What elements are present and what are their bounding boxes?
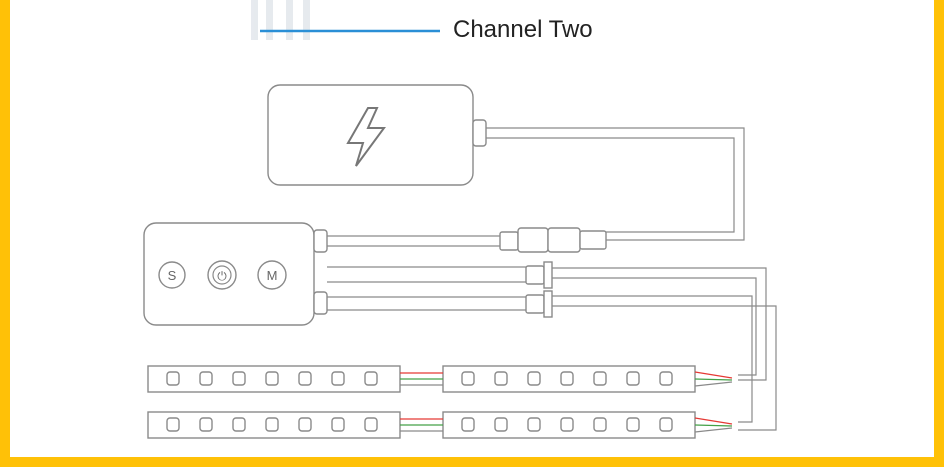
- led-strip-row-2: [147, 411, 733, 439]
- led-strip-row-1: [147, 365, 733, 393]
- diagram-frame: Channel Two S: [10, 0, 934, 457]
- output-wire-1: [327, 261, 767, 381]
- s-button-label: S: [168, 268, 177, 283]
- strip-leds-1a: [166, 371, 378, 386]
- strip-leds-2a: [166, 417, 378, 432]
- controller: S ⏻ M: [143, 222, 328, 326]
- strip-leds-1b: [461, 371, 673, 386]
- power-adapter: [267, 84, 487, 186]
- output-wire-2: [327, 290, 777, 431]
- lightning-bolt-icon: [346, 107, 386, 167]
- m-button-label: M: [267, 268, 278, 283]
- m-button[interactable]: M: [257, 260, 287, 290]
- power-button-label: ⏻: [217, 269, 227, 283]
- power-cable: [486, 127, 745, 241]
- channel-legend-label: Channel Two: [453, 16, 593, 43]
- wiring-diagram: S ⏻ M: [143, 0, 777, 439]
- s-button[interactable]: S: [158, 261, 186, 289]
- power-button[interactable]: ⏻: [207, 260, 237, 290]
- faded-rails: [251, 0, 310, 40]
- dc-connector: [327, 227, 607, 253]
- strip-leds-2b: [461, 417, 673, 432]
